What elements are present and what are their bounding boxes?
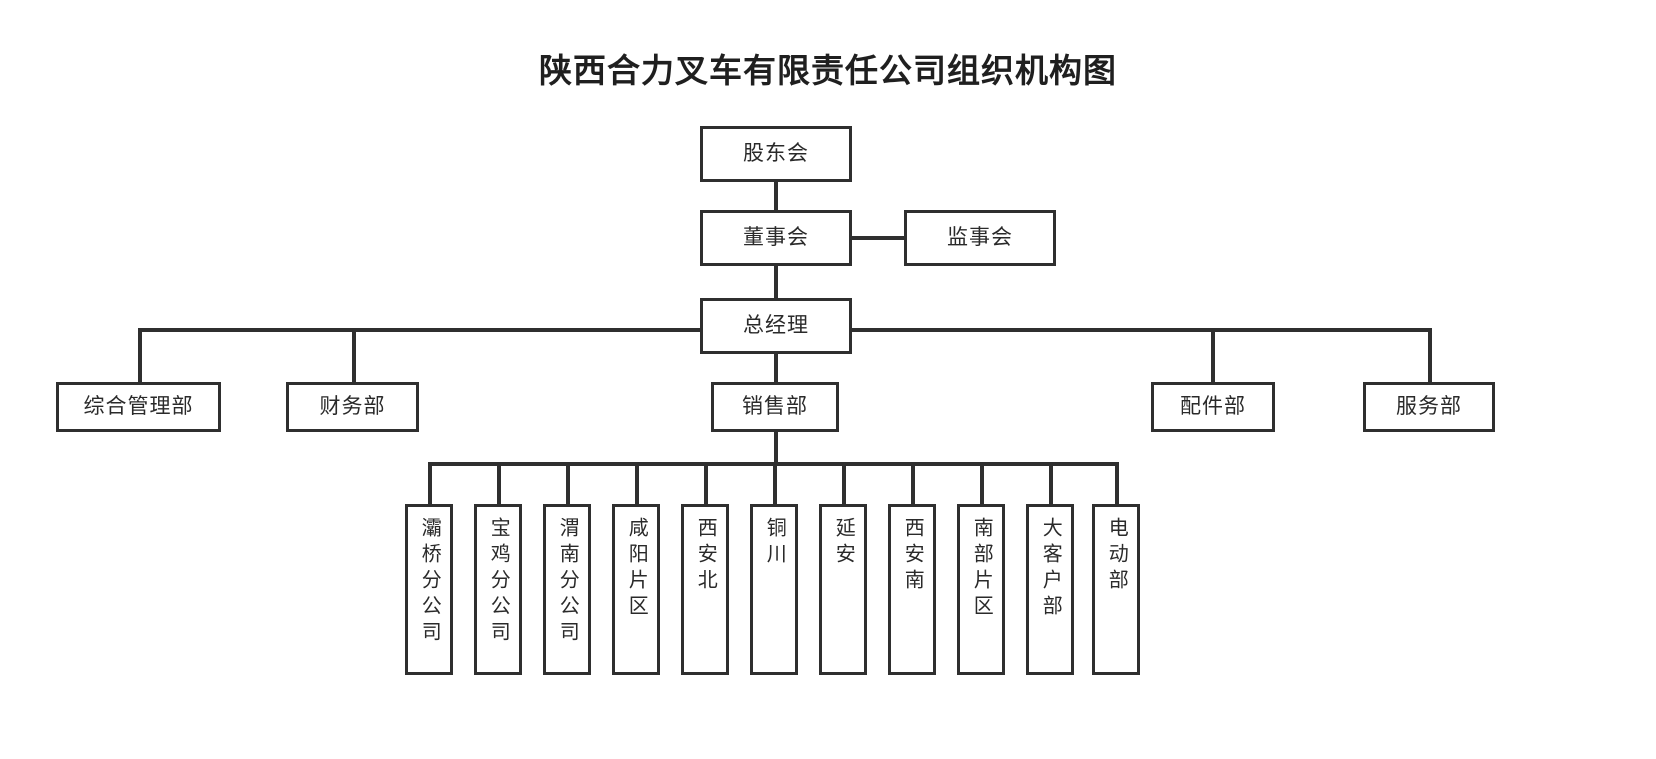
node-sales-unit-electric[interactable]: 电动部 <box>1092 504 1140 675</box>
node-shareholders[interactable]: 股东会 <box>700 126 852 182</box>
node-sales-unit-weinan[interactable]: 渭南分公司 <box>543 504 591 675</box>
connector-drop-dept-1 <box>138 328 142 384</box>
node-department-general-management[interactable]: 综合管理部 <box>56 382 221 432</box>
node-sales-unit-label: 渭南分公司 <box>556 517 579 647</box>
node-sales-unit-xian-south[interactable]: 西安南 <box>888 504 936 675</box>
connector-drop-dept-2 <box>352 328 356 384</box>
node-sales-unit-key-accounts[interactable]: 大客户部 <box>1026 504 1074 675</box>
node-sales-unit-xianyang-district[interactable]: 咸阳片区 <box>612 504 660 675</box>
node-sales-unit-label: 大客户部 <box>1039 517 1062 621</box>
connector-drop-dept-5 <box>1428 328 1432 384</box>
node-board-of-directors-label: 董事会 <box>743 225 809 250</box>
node-general-manager[interactable]: 总经理 <box>700 298 852 354</box>
connector-drop-sales-10 <box>1049 462 1053 504</box>
connector-sales-stem <box>774 432 778 464</box>
node-department-label: 财务部 <box>319 394 386 419</box>
node-sales-unit-label: 南部片区 <box>970 517 993 621</box>
connector-drop-sales-6 <box>773 462 777 504</box>
node-department-service[interactable]: 服务部 <box>1363 382 1495 432</box>
node-sales-unit-label: 铜川 <box>763 517 786 569</box>
node-department-parts[interactable]: 配件部 <box>1151 382 1275 432</box>
connector-drop-sales-9 <box>980 462 984 504</box>
connector-drop-sales-1 <box>428 462 432 504</box>
node-board-of-supervisors[interactable]: 监事会 <box>904 210 1056 266</box>
connector-drop-sales-5 <box>704 462 708 504</box>
node-sales-unit-label: 电动部 <box>1105 517 1128 595</box>
node-shareholders-label: 股东会 <box>743 141 809 166</box>
node-department-label: 综合管理部 <box>83 394 194 419</box>
node-sales-unit-label: 延安 <box>832 517 855 569</box>
connector-drop-sales-3 <box>566 462 570 504</box>
connector-drop-sales-4 <box>635 462 639 504</box>
connector-drop-dept-4 <box>1211 328 1215 384</box>
connector-gm-bus-right <box>850 328 1430 332</box>
node-sales-unit-label: 宝鸡分公司 <box>487 517 510 647</box>
node-sales-unit-label: 咸阳片区 <box>625 517 648 621</box>
node-department-sales[interactable]: 销售部 <box>711 382 839 432</box>
node-department-finance[interactable]: 财务部 <box>286 382 419 432</box>
node-sales-unit-baqiao[interactable]: 灞桥分公司 <box>405 504 453 675</box>
page-title: 陕西合力叉车有限责任公司组织机构图 <box>539 52 1117 89</box>
connector-board-to-supervisors <box>852 236 906 240</box>
connector-drop-dept-3 <box>774 354 778 384</box>
connector-drop-sales-7 <box>842 462 846 504</box>
node-sales-unit-yanan[interactable]: 延安 <box>819 504 867 675</box>
node-department-label: 配件部 <box>1180 394 1246 419</box>
node-sales-unit-baoji[interactable]: 宝鸡分公司 <box>474 504 522 675</box>
connector-board-to-gm <box>774 266 778 298</box>
node-sales-unit-tongchuan[interactable]: 铜川 <box>750 504 798 675</box>
connector-gm-bus-left <box>138 328 702 332</box>
connector-shareholders-to-board <box>774 182 778 210</box>
node-sales-unit-label: 西安南 <box>901 517 924 595</box>
node-sales-unit-xian-north[interactable]: 西安北 <box>681 504 729 675</box>
node-sales-unit-label: 灞桥分公司 <box>418 517 441 647</box>
connector-drop-sales-11 <box>1115 462 1119 504</box>
node-board-of-directors[interactable]: 董事会 <box>700 210 852 266</box>
node-board-of-supervisors-label: 监事会 <box>947 225 1013 250</box>
connector-drop-sales-2 <box>497 462 501 504</box>
node-sales-unit-label: 西安北 <box>694 517 717 595</box>
node-sales-unit-south-district[interactable]: 南部片区 <box>957 504 1005 675</box>
connector-drop-sales-8 <box>911 462 915 504</box>
node-general-manager-label: 总经理 <box>743 313 809 338</box>
node-department-label: 服务部 <box>1396 394 1462 419</box>
node-department-label: 销售部 <box>742 394 808 419</box>
